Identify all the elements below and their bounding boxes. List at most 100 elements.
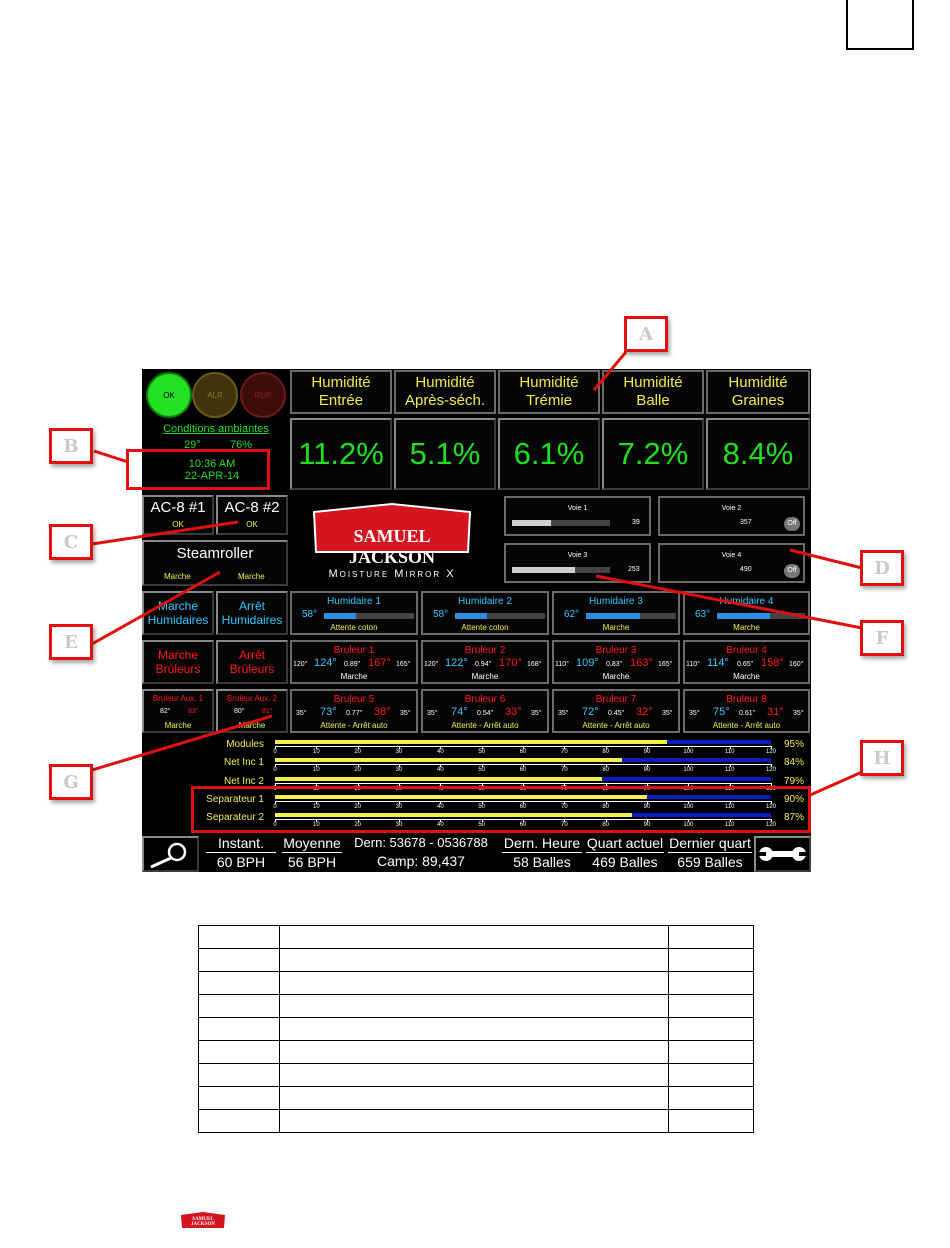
moisture-value-tremie[interactable]: 6.1% — [498, 418, 600, 490]
bar-fill — [586, 613, 640, 619]
highlight-box-separators — [191, 786, 811, 833]
moisture-value-graines[interactable]: 8.4% — [706, 418, 810, 490]
moisture-value-apres-sech[interactable]: 5.1% — [394, 418, 496, 490]
scale-tick — [440, 764, 442, 767]
legend-cell — [278, 1017, 670, 1041]
moisture-value-balle[interactable]: 7.2% — [602, 418, 704, 490]
footer-logo-shape — [181, 1212, 225, 1228]
stat-current-shift: Quart actuel 469 Balles — [586, 835, 664, 870]
legend-row — [198, 948, 754, 972]
separator-label: Net Inc 1 — [223, 757, 264, 768]
scale-tick — [688, 764, 690, 767]
steamroller-button[interactable]: Steamroller Marche Marche — [142, 540, 288, 586]
humidifier-2-panel[interactable]: Humidaire 2 58° Attente coton — [421, 591, 549, 635]
scale-tick-label: 50 — [478, 749, 485, 755]
humidifier-3-panel[interactable]: Humidaire 3 62° Marche — [552, 591, 680, 635]
scale-tick — [647, 746, 648, 749]
separator-percent: 95% — [784, 739, 805, 750]
scale-tick-label: 120 — [765, 786, 777, 792]
aux-burner-2-button[interactable]: Bruleur Aux. 2 80° 81° Marche — [216, 689, 288, 733]
scale-tick — [564, 801, 566, 804]
scale-tick — [605, 764, 607, 767]
legend-row — [198, 1040, 754, 1064]
scale-tick-label: 70 — [560, 786, 568, 792]
scale-tick-label: 30 — [395, 786, 403, 792]
scale-tick — [357, 819, 359, 822]
aux-burner-1-button[interactable]: Bruleur Aux. 1 82° 83° Marche — [142, 689, 214, 733]
legend-row — [198, 1063, 754, 1087]
burner-5-panel[interactable]: Bruleur 5 35° 73° 0.77" 38° 35° Attente … — [290, 689, 418, 733]
burner-4-panel[interactable]: Bruleur 4 110° 114° 0.65" 158° 160° Marc… — [683, 640, 810, 684]
scale-tick-label: 40 — [436, 767, 444, 773]
scale-tick-label: 60 — [519, 786, 527, 792]
scale-tick-label: 80 — [602, 767, 609, 773]
scale-tick-label: 20 — [354, 822, 361, 828]
burner-3-panel[interactable]: Bruleur 3 110° 109° 0.83" 163° 165° Marc… — [552, 640, 680, 684]
humidifier-1-panel[interactable]: Humidaire 1 58° Attente coton — [290, 591, 418, 635]
settings-button[interactable] — [754, 836, 811, 872]
ac8-2-button[interactable]: AC-8 #2 OK — [216, 495, 288, 535]
separator-bar-fill — [275, 795, 647, 799]
stat-instant: Instant. 60 BPH — [202, 835, 280, 870]
burner-1-panel[interactable]: Bruleur 1 120° 124° 0.89" 167° 165° Marc… — [290, 640, 418, 684]
moisture-value-entree[interactable]: 11.2% — [290, 418, 392, 490]
scale-tick — [771, 819, 772, 822]
separator-label: Separateur 1 — [206, 794, 264, 805]
lane-2-panel[interactable]: Voie 2 357 Off — [658, 496, 805, 536]
lane-2-toggle[interactable]: Off — [784, 517, 800, 531]
legend-cell — [668, 948, 754, 972]
scale-tick-label: 0 — [273, 822, 277, 828]
separator-bar-fill — [275, 740, 667, 744]
callout-e: E — [49, 624, 93, 660]
legend-cell — [198, 994, 280, 1018]
scale-tick — [523, 783, 524, 786]
scale-tick — [357, 746, 359, 749]
scale-tick-label: 40 — [436, 822, 444, 828]
scale-tick — [523, 801, 524, 804]
bar-fill — [512, 520, 552, 526]
burner-7-panel[interactable]: Bruleur 7 35° 72° 0.45" 32° 35° Attente … — [552, 689, 680, 733]
scale-tick-label: 100 — [683, 749, 694, 755]
scale-tick-label: 90 — [643, 786, 651, 792]
separator-bar — [275, 795, 771, 799]
scale-tick — [729, 746, 731, 749]
lane-3-bar — [512, 567, 610, 573]
scale-tick — [771, 746, 772, 749]
magnifier-icon — [150, 842, 187, 869]
brand-logo-shape — [312, 502, 472, 553]
burner-2-panel[interactable]: Bruleur 2 120° 122° 0.94" 170° 168° Marc… — [421, 640, 549, 684]
scale-tick-label: 30 — [395, 804, 403, 810]
scale-tick-label: 20 — [354, 804, 361, 810]
burner-6-panel[interactable]: Bruleur 6 35° 74° 0.54" 33° 35° Attente … — [421, 689, 549, 733]
lane-4-toggle[interactable]: Off — [784, 564, 800, 578]
separator-bar — [275, 758, 771, 762]
scale-tick-label: 10 — [312, 749, 320, 755]
bar-fill — [324, 613, 356, 619]
scale-tick-label: 20 — [354, 767, 361, 773]
lane-1-panel[interactable]: Voie 1 39 — [504, 496, 651, 536]
legend-cell — [198, 1086, 280, 1110]
lane-3-panel[interactable]: Voie 3 253 — [504, 543, 651, 583]
lane-4-panel[interactable]: Voie 4 490 Off — [658, 543, 805, 583]
scale-tick-label: 0 — [273, 804, 277, 810]
scale-tick-label: 120 — [765, 767, 777, 773]
scale-tick — [523, 819, 524, 822]
bar-fill — [717, 613, 770, 619]
scale-tick-label: 90 — [643, 767, 651, 773]
scale-tick — [316, 801, 318, 804]
scale-tick — [440, 801, 442, 804]
search-button[interactable] — [142, 836, 199, 872]
scale-tick-label: 40 — [436, 749, 444, 755]
burner-8-panel[interactable]: Bruleur 8 35° 75° 0.61" 31° 35° Attente … — [683, 689, 810, 733]
scale-tick — [481, 764, 483, 767]
separator-bar — [275, 777, 771, 781]
clock-date: 22-APR-14 — [184, 470, 240, 482]
scale-tick — [729, 764, 731, 767]
wrench-icon — [758, 847, 807, 861]
scale-tick — [564, 764, 566, 767]
legend-cell — [278, 1040, 670, 1064]
